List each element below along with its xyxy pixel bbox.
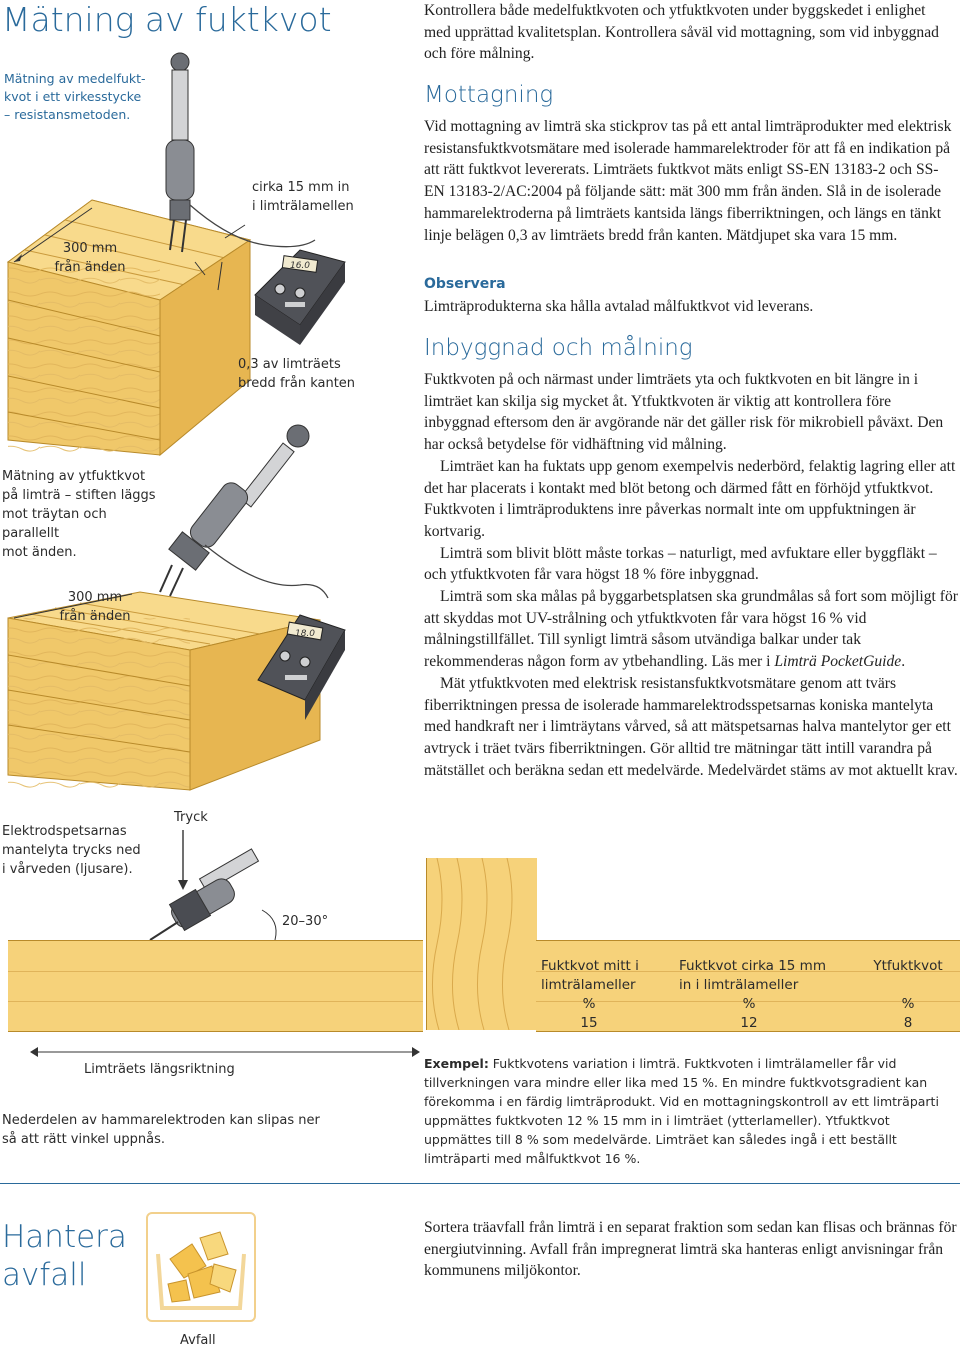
intro-text: Kontrollera både medelfuktkvoten och ytf… [424, 2, 939, 63]
inbyggnad-p3: Limträ som blivit blött måste torkas – n… [424, 544, 937, 584]
pocketguide-reference: Limträ PocketGuide [774, 653, 902, 671]
exempel-caption: Exempel: Fuktkvotens variation i limträ.… [424, 1054, 960, 1168]
exempel-label: Exempel: [424, 1056, 489, 1071]
inbyggnad-heading: Inbyggnad och målning [424, 335, 693, 361]
section-divider [0, 1183, 960, 1184]
moisture-meter-middle: 18.0 [257, 614, 346, 720]
col-mitt: Fuktkvot mitt i limträlameller % 15 [541, 957, 671, 1033]
col-yt: Ytfuktkvot % 8 [868, 957, 948, 1033]
caption-tryck: Tryck [174, 810, 208, 825]
inbyggnad-p2: Limträet kan ha fuktats upp genom exempe… [424, 457, 956, 540]
hammer-electrode-bottom [149, 848, 260, 941]
col-yt-value: 8 [903, 1015, 913, 1031]
hammer-electrode-middle [159, 424, 329, 599]
inbyggnad-p4-before: Limträ som ska målas på byggarbetsplatse… [424, 588, 958, 671]
caption-medelfuktkvot: Mätning av medelfukt- kvot i ett virkess… [4, 71, 146, 122]
col-yt-unit: % [901, 996, 915, 1012]
beam-top [6, 199, 252, 457]
caption-angle: 20–30° [282, 914, 329, 929]
col-mitt-line1: Fuktkvot mitt i [541, 958, 639, 974]
meter-top-display: 16.0 [290, 261, 310, 271]
waste-bin-icon [156, 1231, 246, 1310]
col-yt-line2 [868, 976, 948, 995]
inbyggnad-p4-after: . [901, 653, 906, 671]
col-15mm-line1: Fuktkvot cirka 15 mm [679, 958, 826, 974]
caption-langsriktning: Limträets längsriktning [84, 1062, 235, 1077]
exempel-text: Fuktkvotens variation i limträ. Fuktkvot… [424, 1056, 939, 1166]
col-15mm: Fuktkvot cirka 15 mm in i limträlameller… [679, 957, 849, 1033]
wood-plank-bottom [8, 940, 423, 1032]
caption-elektrodspetsar: Elektrodspetsarnas mantelyta trycks ned … [2, 824, 141, 877]
caption-width-03: 0,3 av limträets bredd från kanten [238, 357, 356, 391]
wood-strip-right [536, 940, 960, 1032]
col-mitt-line2: limträlameller [541, 977, 636, 993]
hammer-electrode-top [165, 52, 316, 253]
caption-ytfuktkvot: Mätning av ytfuktkvot på limträ – stifte… [2, 469, 156, 560]
col-15mm-line2: in i limträlameller [679, 977, 799, 993]
inbyggnad-body: Fuktkvoten på och närmast under limträet… [424, 369, 960, 781]
caption-depth-15mm: cirka 15 mm in i limträlamellen [252, 180, 354, 214]
caption-300mm-top: 300 mm från änden [54, 241, 126, 275]
avfall-text: Sortera träavfall från limträ i en separ… [424, 1219, 957, 1280]
col-15mm-value: 12 [740, 1015, 758, 1031]
moisture-meter-top: 16.0 [254, 249, 346, 345]
col-mitt-unit: % [582, 996, 596, 1012]
meter-middle-display: 18.0 [295, 629, 315, 639]
observera-text: Limträprodukterna ska hålla avtalad målf… [424, 298, 814, 315]
col-15mm-unit: % [742, 996, 756, 1012]
col-yt-line1: Ytfuktkvot [873, 958, 943, 974]
observera-label: Observera [424, 276, 506, 292]
col-mitt-value: 15 [580, 1015, 598, 1031]
mottagning-body: Vid mottagning av limträ ska stickprov t… [424, 118, 952, 244]
caption-300mm-bottom: 300 mm från änden [59, 590, 131, 624]
inbyggnad-p4: Limträ som ska målas på byggarbetsplatse… [424, 586, 960, 673]
avfall-icon [146, 1212, 256, 1322]
inbyggnad-p1: Fuktkvoten på och närmast under limträet… [424, 371, 944, 454]
mottagning-heading: Mottagning [424, 82, 554, 108]
avfall-icon-label: Avfall [180, 1333, 216, 1348]
wood-cross-section [426, 857, 537, 1031]
inbyggnad-p5: Mät ytfuktkvoten med elektrisk resistans… [424, 674, 958, 779]
page-title: Mätning av fuktkvot [2, 0, 332, 39]
direction-arrow [30, 1047, 420, 1057]
cross-section-grain [432, 857, 513, 1031]
avfall-heading: Hantera avfall [2, 1219, 127, 1293]
caption-nederdel: Nederdelen av hammarelektroden kan slipa… [2, 1113, 320, 1147]
measurement-illustrations: 16.0 18.0 [6, 52, 346, 941]
